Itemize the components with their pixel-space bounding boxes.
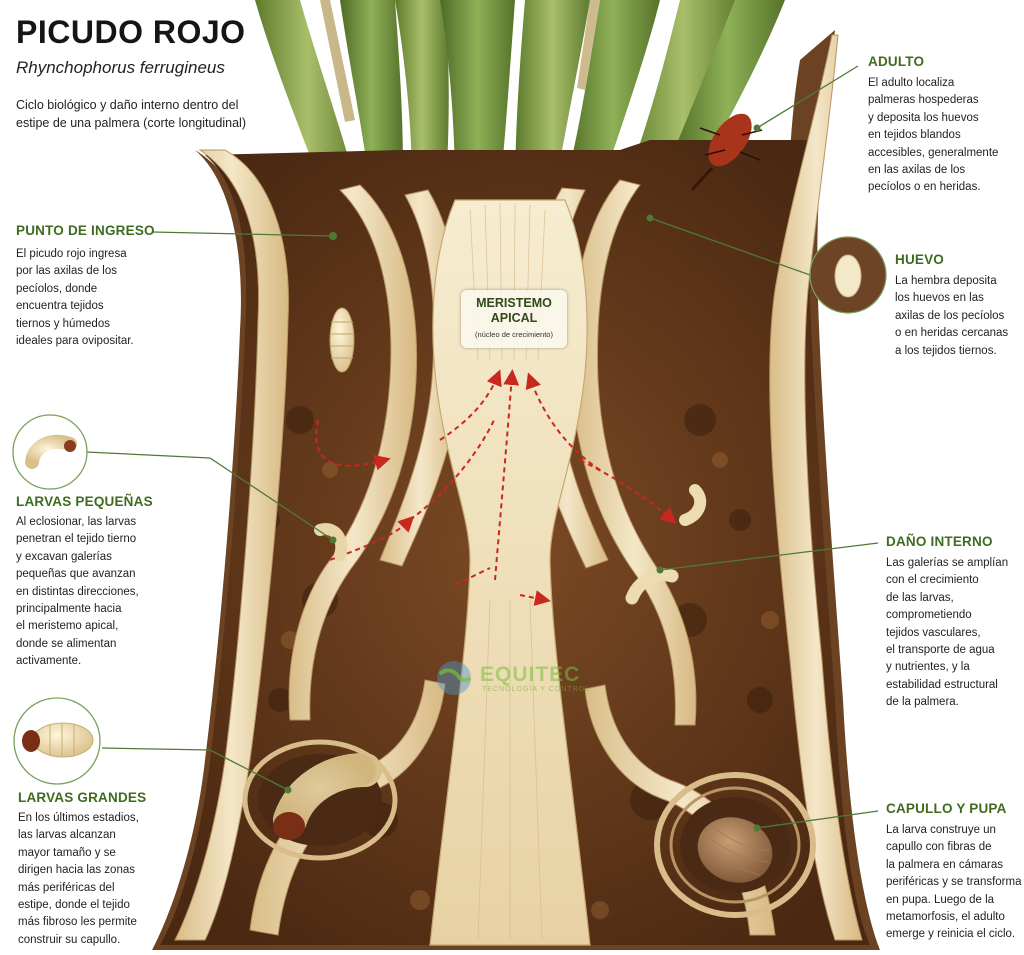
fibrous-bark (152, 30, 880, 950)
capullo-pupa-text: La larva construye un capullo con fibras… (886, 824, 1022, 941)
large-larva-in-chamber (273, 753, 382, 840)
adulto-text: El adulto localiza palmeras hospederas y… (868, 77, 999, 194)
dano-interno-title: DAÑO INTERNO (886, 534, 993, 549)
small-larva-in-stem-1 (329, 307, 355, 373)
right-outer-sheath (769, 34, 863, 941)
capullo-pupa-title: CAPULLO Y PUPA (886, 801, 1007, 816)
small-larva-in-stem-4 (625, 568, 679, 605)
meristem-title: MERISTEMO APICAL (476, 296, 552, 325)
dano-interno-text: Las galerías se amplían con el crecimien… (886, 557, 1009, 709)
meristem-label: MERISTEMO APICAL (núcleo de crecimiento) (461, 290, 567, 348)
egg-icon (809, 236, 887, 314)
small-larva-in-stem-3 (679, 484, 707, 526)
small-larva-in-stem-2 (314, 523, 348, 561)
larvas-pequenas-title: LARVAS PEQUEÑAS (16, 494, 153, 509)
punto-ingreso-title: PUNTO DE INGRESO (16, 223, 155, 238)
punto-ingreso-text: El picudo rojo ingresa por las axilas de… (16, 248, 134, 348)
brand-tagline: TECNOLOGÍA Y CONTROL (482, 686, 591, 693)
brand-watermark: EQUITEC TECNOLOGÍA Y CONTROL (430, 658, 610, 698)
larvas-grandes-text: En los últimos estadios, las larvas alca… (18, 812, 139, 946)
larvas-grandes-title: LARVAS GRANDES (18, 790, 147, 805)
small-larva-icon (12, 414, 88, 490)
left-outer-sheath (174, 149, 289, 941)
adulto-title: ADULTO (868, 54, 925, 69)
leader-lines (85, 65, 879, 829)
huevo-text: La hembra deposita los huevos en las axi… (895, 275, 1009, 357)
huevo-title: HUEVO (895, 252, 945, 267)
larval-galleries-arrows (315, 369, 677, 606)
globe-icon (437, 661, 472, 695)
pupa-in-chamber (697, 817, 773, 883)
page-title: PICUDO ROJO (16, 14, 246, 50)
meristem-subtitle: (núcleo de crecimiento) (475, 330, 553, 339)
brand-name: EQUITEC (480, 663, 581, 686)
larvas-pequenas-text: Al eclosionar, las larvas penetran el te… (16, 516, 139, 668)
weevil-in-image (690, 113, 763, 192)
intro-text: Ciclo biológico y daño interno dentro de… (16, 98, 246, 130)
large-larva-icon (13, 697, 101, 785)
scientific-name: Rhynchophorus ferrugineus (16, 58, 225, 77)
central-core (429, 199, 591, 946)
